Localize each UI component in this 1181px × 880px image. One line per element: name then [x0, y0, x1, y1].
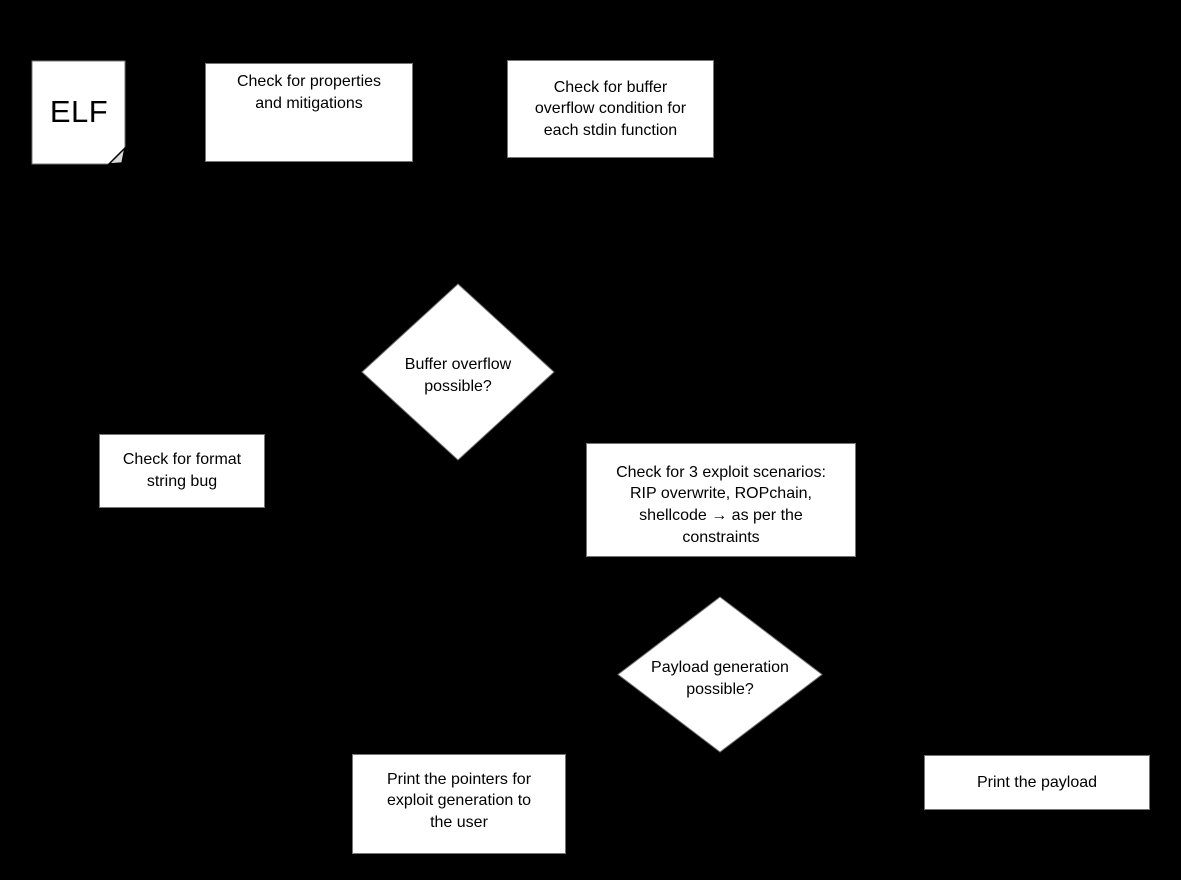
print-payload-node: Print the payload — [924, 755, 1150, 810]
print-pointers-node: Print the pointers for exploit generatio… — [352, 754, 566, 854]
check-exploit-scenarios-label: Check for 3 exploit scenarios: RIP overw… — [616, 463, 826, 546]
check-properties-node: Check for properties and mitigations — [205, 63, 413, 162]
payload-generation-possible-label: Payload generation possible? — [651, 659, 789, 698]
check-format-string-bug-node: Check for format string bug — [99, 434, 265, 508]
buffer-overflow-possible-decision: Buffer overflow possible? — [361, 283, 555, 461]
buffer-overflow-possible-label: Buffer overflow possible? — [404, 355, 512, 395]
check-exploit-scenarios-node: Check for 3 exploit scenarios: RIP overw… — [586, 443, 856, 557]
decision-diamond-shape — [617, 596, 823, 753]
check-properties-label: Check for properties and mitigations — [236, 73, 382, 112]
print-payload-label: Print the payload — [976, 773, 1098, 791]
folded-corner-icon — [107, 145, 127, 165]
check-buffer-overflow-condition-label: Check for buffer overflow condition for … — [534, 78, 687, 139]
document-shape — [31, 60, 127, 165]
elf-document-node: ELF — [31, 60, 127, 167]
check-buffer-overflow-condition-node: Check for buffer overflow condition for … — [507, 60, 714, 158]
payload-generation-possible-decision: Payload generation possible? — [617, 596, 823, 753]
elf-node-label: ELF — [49, 94, 109, 130]
decision-diamond-shape — [361, 283, 555, 461]
check-format-string-bug-label: Check for format string bug — [122, 451, 242, 490]
print-pointers-label: Print the pointers for exploit generatio… — [386, 770, 532, 831]
